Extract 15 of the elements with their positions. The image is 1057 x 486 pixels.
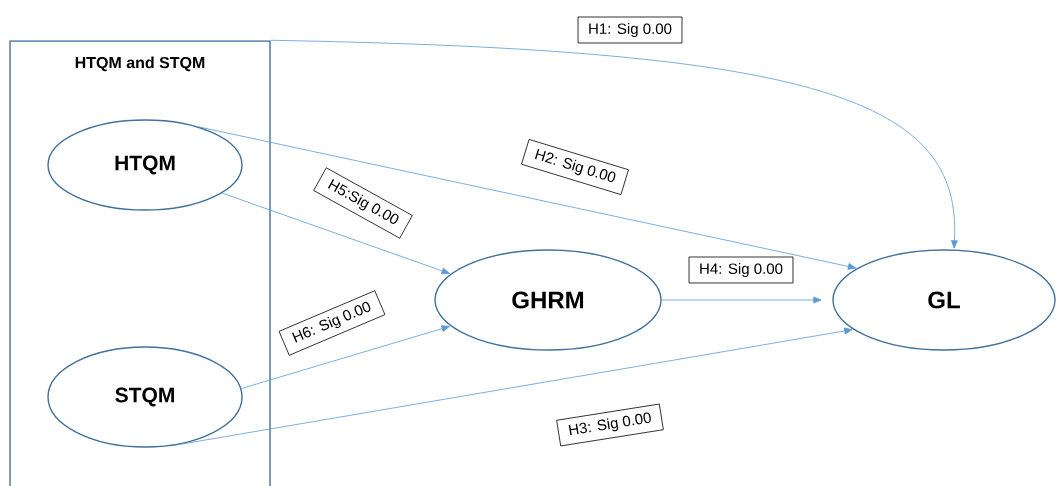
edge-label: H6: Sig 0.00: [278, 290, 386, 356]
arrow: [270, 39, 958, 249]
edge-label: H1: Sig 0.00: [577, 16, 683, 44]
arrow: [661, 296, 822, 304]
ellipse-node: HTQM: [47, 119, 243, 211]
ellipse-node: GHRM: [434, 249, 662, 351]
arrow: [240, 325, 450, 389]
ellipse-node: GL: [832, 249, 1056, 351]
arrow: [221, 192, 450, 275]
edge-label: H3: Sig 0.00: [556, 403, 664, 447]
ellipse-node: STQM: [47, 346, 243, 448]
edge-label: H4: Sig 0.00: [688, 256, 794, 284]
arrow: [172, 327, 853, 446]
edge-label: H2: Sig 0.00: [521, 139, 629, 195]
arrow: [198, 126, 857, 270]
